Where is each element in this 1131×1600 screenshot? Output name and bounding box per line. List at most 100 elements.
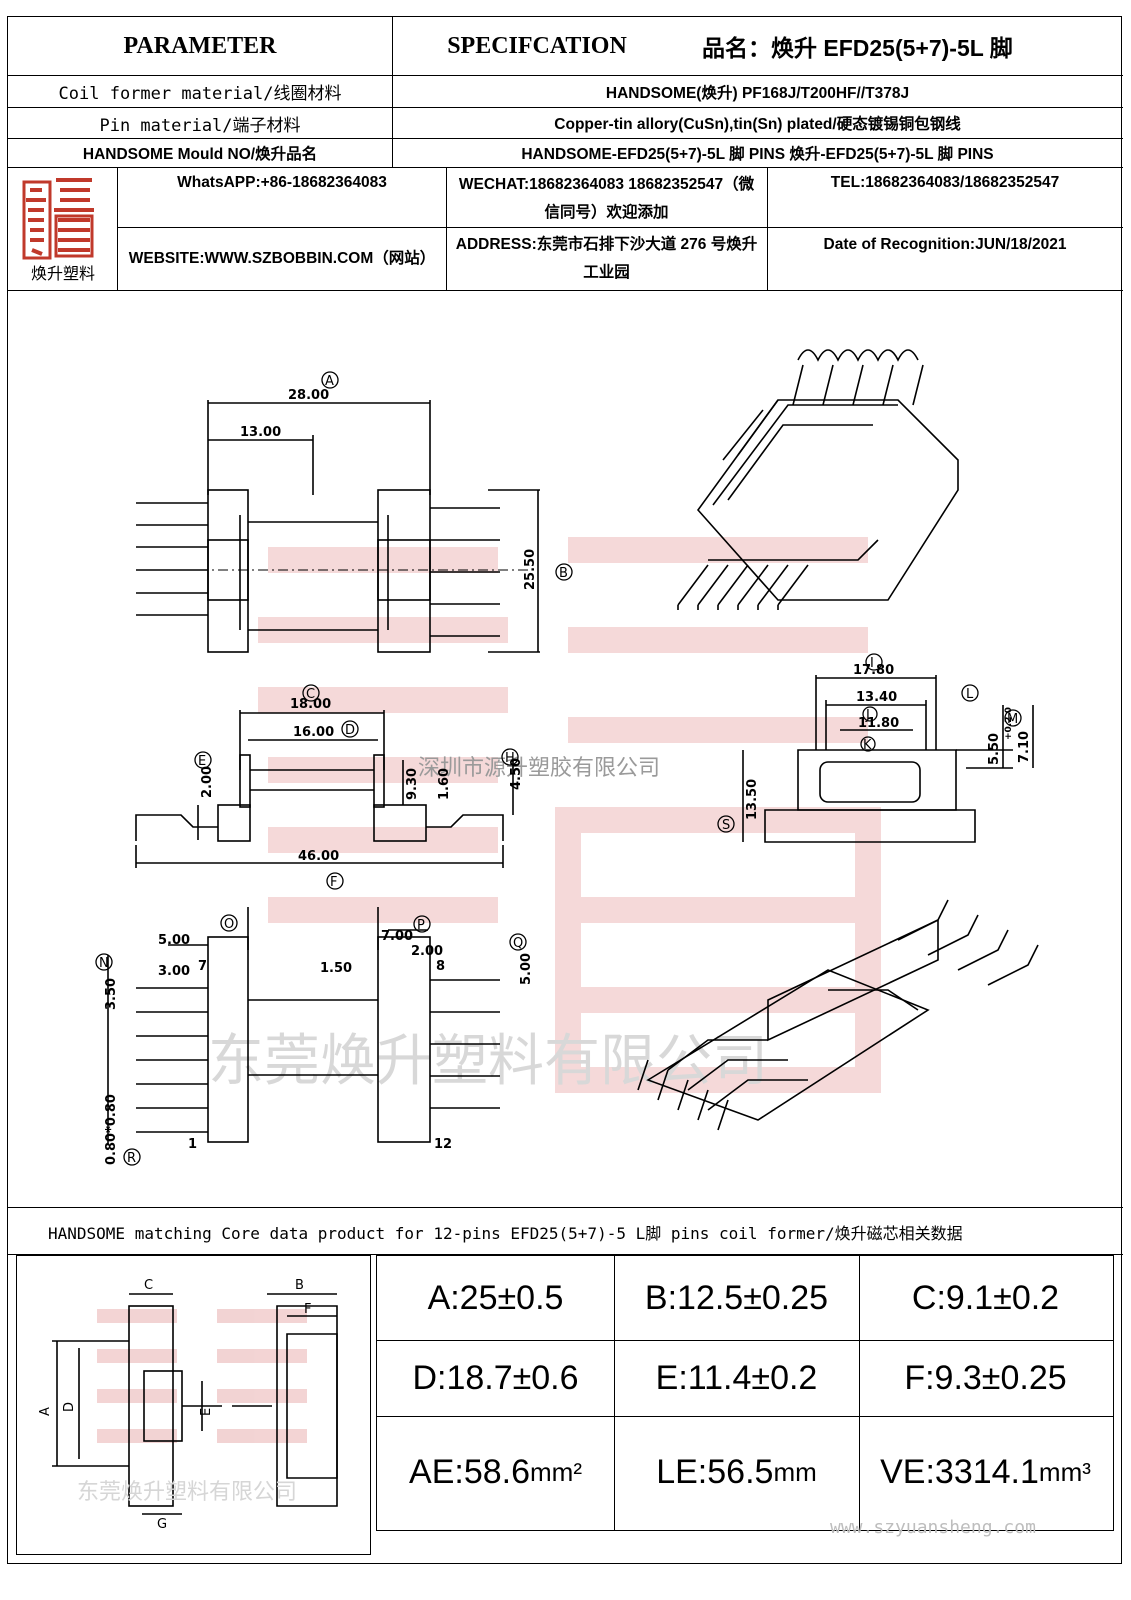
watermark-text-cn2: 东莞焕升塑料有限公司 <box>208 1029 768 1094</box>
address: ADDRESS:东莞市石排下沙大道 276 号焕升工业园 <box>455 236 758 281</box>
pin-label-12: 12 <box>434 1137 452 1152</box>
label-a: A <box>321 371 339 389</box>
dim-o2-value: 3.00 <box>158 964 190 979</box>
spec-b: B:12.5±0.25 <box>644 1278 829 1317</box>
svg-text:C: C <box>306 687 315 702</box>
core-label-e: E <box>199 1408 214 1416</box>
logo: 焕升塑料 <box>8 168 118 291</box>
mould-row: HANDSOME Mould NO/焕升品名 HANDSOME-EFD25(5+… <box>8 139 1123 168</box>
spec-d: D:18.7±0.6 <box>412 1358 579 1397</box>
parameter-label: PARAMETER <box>123 32 277 59</box>
website-link[interactable]: WEBSITE:WWW.SZBOBBIN.COM（网站） <box>128 250 436 267</box>
wechat: WECHAT:18682364083 18682352547（微信同号）欢迎添加 <box>458 176 755 221</box>
pin-material-value: Copper-tin allory(CuSn),tin(Sn) plated/硬… <box>554 116 961 133</box>
core-label-d: D <box>62 1402 77 1412</box>
dim-l-value: 5.50 <box>987 733 1002 765</box>
dim-l-tolerance: +0.2 0 <box>1004 707 1014 740</box>
technical-drawing: 深圳市源升塑胶有限公司 东莞焕升塑料有限公司 <box>8 300 1123 1208</box>
label-n: N <box>95 953 113 971</box>
dim-h2-value: 1.60 <box>437 768 452 800</box>
label-r: R <box>123 1148 141 1166</box>
svg-text:D: D <box>345 723 355 738</box>
label-b: B <box>555 563 573 581</box>
label-f: F <box>326 872 344 890</box>
dim-q-value: 5.00 <box>519 953 534 985</box>
svg-text:K: K <box>863 738 872 753</box>
dim-a2-value: 13.00 <box>240 425 281 440</box>
svg-text:I: I <box>870 656 874 671</box>
spec-sheet: PARAMETER SPECIFCATION 品名：焕升 EFD25(5+7)-… <box>7 16 1123 1564</box>
dim-p-value: 7.00 <box>381 929 413 944</box>
dim-h-value: 4.50 <box>509 758 524 790</box>
core-watermark-text: 东莞焕升塑料有限公司 <box>77 1480 297 1505</box>
core-spec-table: A:25±0.5 B:12.5±0.25 C:9.1±0.2 D:18.7±0.… <box>376 1255 1114 1531</box>
label-c: C <box>302 684 320 702</box>
whatsapp[interactable]: WhatsAPP:+86-18682364083 <box>177 174 387 191</box>
dim-s-value: 13.50 <box>745 779 760 820</box>
svg-text:E: E <box>198 754 206 769</box>
label-e: E <box>194 751 212 769</box>
bobbin-drawing: 深圳市源升塑胶有限公司 东莞焕升塑料有限公司 <box>95 349 1039 1166</box>
svg-text:F: F <box>330 875 337 890</box>
product-name: 品名：焕升 EFD25(5+7)-5L 脚 <box>702 35 1013 61</box>
svg-text:A: A <box>325 374 334 389</box>
title-row: PARAMETER SPECIFCATION 品名：焕升 EFD25(5+7)-… <box>8 17 1123 76</box>
telephone[interactable]: TEL:18682364083/18682352547 <box>830 174 1060 191</box>
mould-value: HANDSOME-EFD25(5+7)-5L 脚 PINS 焕升-EFD25(5… <box>521 146 994 163</box>
label-h: H <box>501 748 519 766</box>
svg-text:R: R <box>127 1151 136 1166</box>
pin-label-7: 7 <box>198 959 207 974</box>
svg-text:O: O <box>224 917 234 932</box>
efd-core-drawing: A D C E B F G 东莞焕升塑料有限公司 <box>38 1278 338 1532</box>
contact-block: 焕升塑料 WhatsAPP:+86-18682364083 WECHAT:186… <box>8 168 1123 291</box>
core-label-f: F <box>304 1302 311 1317</box>
watermark-logo-icon <box>258 537 881 1093</box>
dim-n-value: 3.50 <box>104 978 119 1010</box>
dim-k-value: 11.80 <box>858 716 899 731</box>
svg-text:B: B <box>559 566 568 581</box>
svg-text:N: N <box>99 956 109 971</box>
spec-e: E:11.4±0.2 <box>655 1358 818 1397</box>
label-o: O <box>220 914 238 932</box>
dim-p3-value: 1.50 <box>320 961 352 976</box>
coil-material-label: Coil former material/线圈材料 <box>58 84 342 104</box>
label-m: M <box>1004 709 1022 727</box>
core-label-g: G <box>157 1517 167 1532</box>
label-s: S <box>717 815 735 833</box>
pin-label-8: 8 <box>436 959 445 974</box>
label-k: K <box>860 736 876 753</box>
dim-f-value: 46.00 <box>298 849 339 864</box>
watermark-text-cn1: 深圳市源升塑胶有限公司 <box>418 756 660 781</box>
dim-c-value: 18.00 <box>290 697 331 712</box>
label-j: J <box>862 706 878 723</box>
logo-caption: 焕升塑料 <box>30 264 95 283</box>
pin-material-label: Pin material/端子材料 <box>99 115 301 136</box>
url-watermark: www.szyuansheng.com <box>830 1517 1036 1538</box>
dim-e-value: 2.00 <box>200 766 215 798</box>
dim-b-value: 25.50 <box>523 549 538 590</box>
dim-m-value: 7.10 <box>1017 731 1032 763</box>
dim-r-value: 0.80*0.80 <box>104 1094 119 1165</box>
label-l: L <box>961 684 979 702</box>
mould-label: HANDSOME Mould NO/焕升品名 <box>82 146 318 163</box>
label-d: D <box>341 720 359 738</box>
coil-material-value: HANDSOME(焕升) PF168J/T200HF//T378J <box>605 84 910 102</box>
svg-text:Q: Q <box>513 936 523 951</box>
svg-text:H: H <box>505 751 515 766</box>
svg-text:J: J <box>865 708 870 723</box>
dim-o-value: 5.00 <box>158 933 190 948</box>
logo-mark-icon <box>22 178 94 260</box>
spec-c: C:9.1±0.2 <box>911 1278 1060 1317</box>
dim-d-value: 16.00 <box>293 725 334 740</box>
dim-j-value: 13.40 <box>856 690 897 705</box>
specification-label: SPECIFCATION <box>447 32 627 59</box>
core-label-b: B <box>295 1278 304 1293</box>
core-data-caption: HANDSOME matching Core data product for … <box>8 1209 1123 1255</box>
core-figure: A D C E B F G 东莞焕升塑料有限公司 <box>16 1255 371 1555</box>
svg-text:L: L <box>966 687 974 702</box>
dim-p2-value: 2.00 <box>411 944 443 959</box>
dim-h1-value: 9.30 <box>405 768 420 800</box>
